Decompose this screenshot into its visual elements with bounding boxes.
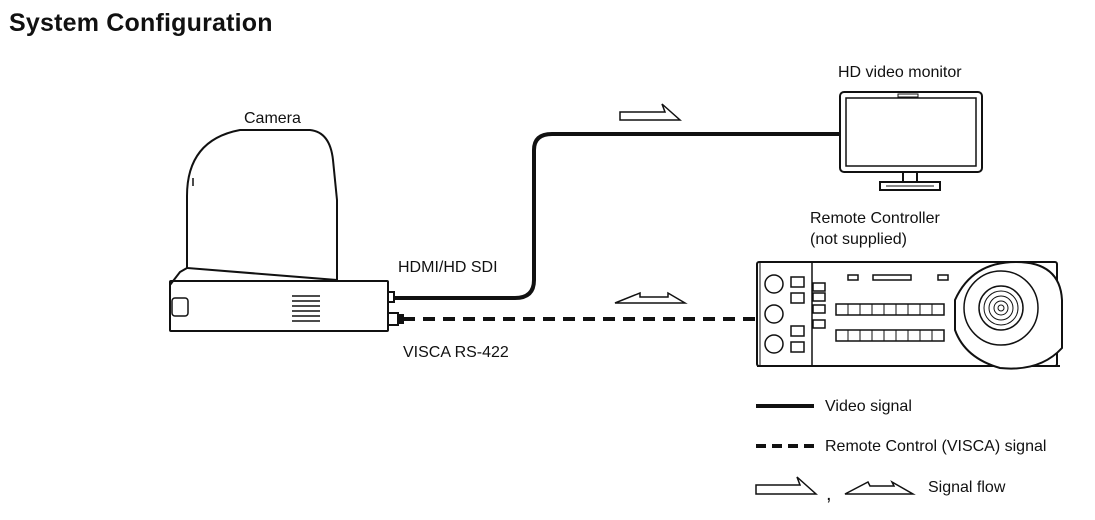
page-title: System Configuration: [9, 9, 273, 37]
legend-video-label: Video signal: [825, 398, 912, 415]
legend-bidirectional-arrow-icon: [844, 480, 916, 495]
visca-label: VISCA RS-422: [403, 344, 509, 361]
controller-label: Remote Controller: [810, 210, 940, 227]
camera-icon: [169, 129, 404, 332]
remote-controller-icon: [756, 260, 1063, 370]
camera-label: Camera: [244, 110, 301, 127]
legend-remote-label: Remote Control (VISCA) signal: [825, 438, 1047, 455]
video-cable: [394, 132, 840, 300]
controller-sublabel: (not supplied): [810, 231, 907, 248]
monitor-label: HD video monitor: [838, 64, 962, 81]
legend-flow-label: Signal flow: [928, 479, 1006, 496]
video-flow-arrow-icon: [619, 103, 682, 121]
hdmi-label: HDMI/HD SDI: [398, 259, 498, 276]
monitor-icon: [839, 91, 983, 191]
legend-comma: ,: [826, 483, 832, 505]
legend-flow-arrow-icon: [755, 476, 818, 495]
bidirectional-flow-arrow-icon: [614, 291, 688, 304]
